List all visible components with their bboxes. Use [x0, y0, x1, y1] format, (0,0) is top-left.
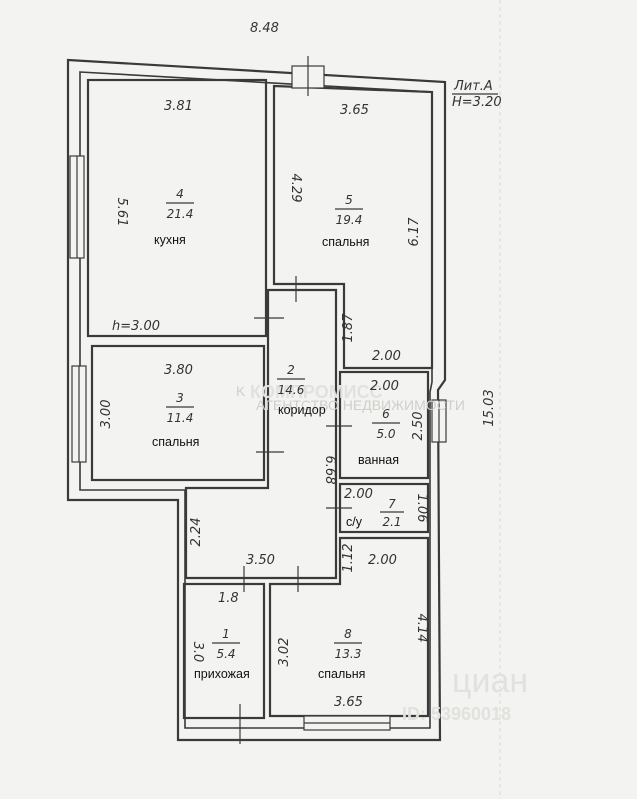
watermark-company: КОМПРОМИСС [250, 382, 383, 402]
room-2-name: коридор [278, 403, 326, 417]
room-3-area: 11.4 [167, 411, 194, 425]
room-4-dim-side: 5.61 [114, 198, 129, 227]
room-6-dim-top: 2.00 [370, 379, 399, 394]
room-1-name: прихожая [194, 667, 250, 681]
room-3-dim-top: 3.80 [164, 363, 193, 378]
room-5-area: 19.4 [336, 213, 363, 227]
room-7-number: 7 [388, 497, 396, 511]
watermark-company-sub: АГЕНТСТВО НЕДВИЖИМОСТИ [256, 397, 465, 413]
room-1-hall-outline [182, 582, 266, 720]
room-2-area: 14.6 [278, 383, 305, 397]
ceiling-note: h=3.00 [112, 319, 160, 334]
room-5-dim-top: 3.65 [340, 103, 369, 118]
room-8-number: 8 [344, 627, 352, 641]
room-5-dim-bottom: 2.00 [372, 349, 401, 364]
room-5-bedroom-outline [272, 84, 434, 370]
room-3-bedroom-outline [90, 344, 266, 482]
room-2-dim-side: 2.24 [189, 518, 204, 547]
room-6-bathroom-outline [338, 370, 430, 480]
room-4-name: кухня [154, 233, 186, 247]
room-8-dim-left: 3.02 [277, 638, 292, 667]
room-3-dim-side: 3.00 [99, 400, 114, 429]
watermark-id: ID: 53960018 [402, 704, 511, 724]
room-4-number: 4 [176, 187, 184, 201]
room-3-number: 3 [176, 391, 184, 405]
room-5-dim-right: 6.17 [407, 217, 422, 247]
letter-label: Лит.А [453, 79, 493, 94]
room-7-dim-top: 2.00 [344, 487, 373, 502]
room-1-dim-top: 1.8 [218, 591, 239, 606]
room-6-dim-side: 2.50 [411, 412, 426, 441]
room-6-name: ванная [358, 453, 399, 467]
room-2-dim-bottom: 3.50 [246, 553, 275, 568]
room-6-area: 5.0 [376, 427, 395, 441]
room-5-number: 5 [345, 193, 353, 207]
room-5-dim-left: 4.29 [288, 174, 303, 203]
room-8-dim-bottom: 3.65 [334, 695, 363, 710]
room-8-dim-right: 4.14 [414, 614, 429, 643]
room-5-dim-step: 1.87 [341, 313, 356, 343]
room-1-dim-side: 3.0 [190, 642, 205, 663]
room-7-area: 2.1 [382, 515, 401, 529]
room-2-number: 2 [287, 363, 295, 377]
room-2-dim-length: 6.68 [322, 456, 337, 485]
outer-wall [66, 58, 447, 742]
room-1-number: 1 [222, 627, 230, 641]
room-4-kitchen-outline [86, 78, 268, 338]
room-8-name: спальня [318, 667, 365, 681]
room-4-dim-top: 3.81 [164, 99, 193, 114]
room-6-number: 6 [382, 407, 390, 421]
room-4-area: 21.4 [167, 207, 194, 221]
room-8-dim-top: 2.00 [368, 553, 397, 568]
room-5-name: спальня [322, 235, 369, 249]
overall-length: 15.03 [482, 389, 497, 426]
room-8-area: 13.3 [335, 647, 362, 661]
room-2-corridor-outline [184, 288, 338, 580]
height-label: H=3.20 [452, 95, 502, 110]
room-7-name: с/у [346, 515, 363, 529]
room-1-area: 5.4 [216, 647, 235, 661]
overall-width: 8.48 [250, 21, 279, 36]
room-7-dim-side: 1.06 [414, 494, 429, 523]
room-8-dim-step: 1.12 [341, 544, 356, 573]
room-3-name: спальня [152, 435, 199, 449]
room-8-bedroom-outline [268, 536, 430, 718]
watermark-site: циан [452, 662, 528, 700]
watermark-company-logo: K [236, 383, 246, 399]
